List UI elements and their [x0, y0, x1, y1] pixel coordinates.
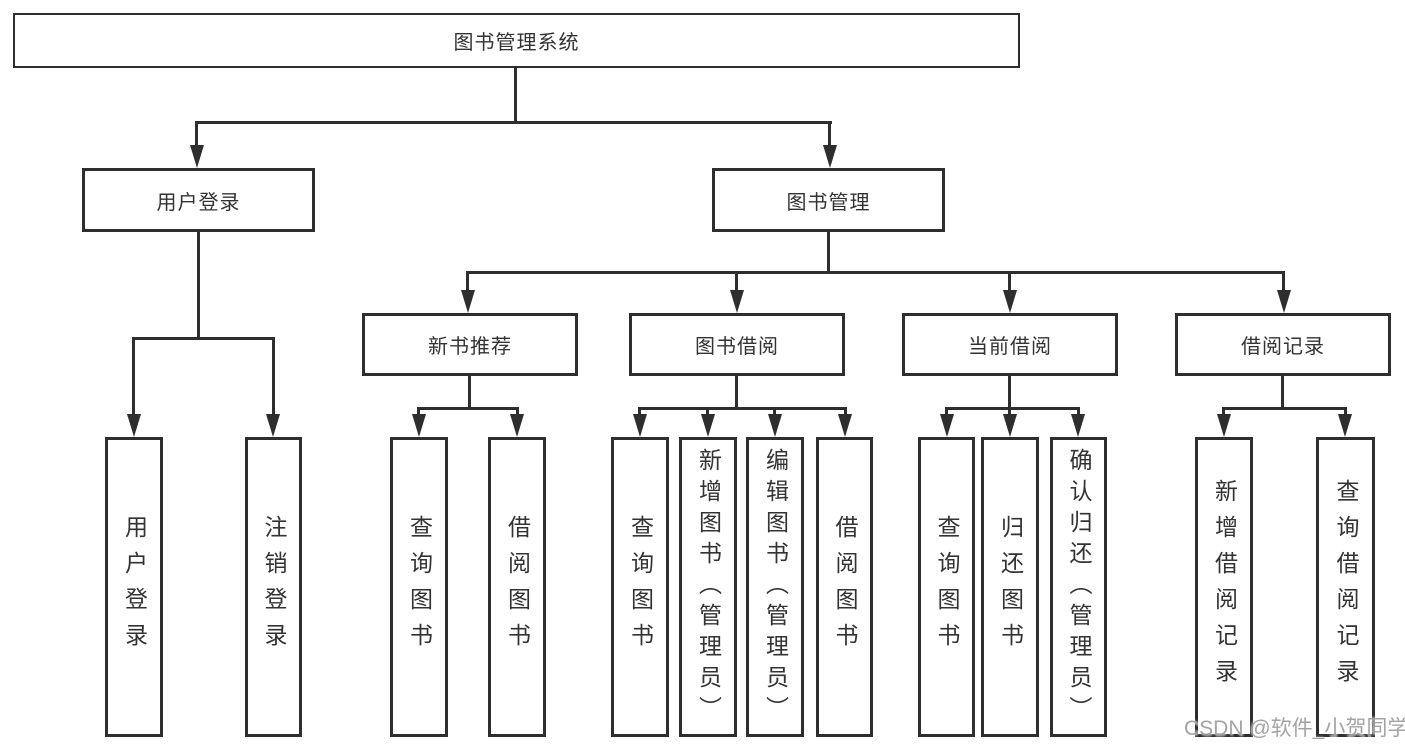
connector-br-trunk	[1281, 376, 1284, 410]
connector-bb-trunk	[735, 376, 738, 410]
leaf-cb-return-books: 归还图书	[981, 437, 1039, 737]
connector-br-splitter	[1222, 407, 1347, 410]
leaf-logout-label: 注销登录	[261, 515, 287, 659]
connector-nbr-splitter	[417, 407, 519, 410]
connector-cb-splitter	[945, 407, 1080, 410]
arrow-to-nbr-search	[412, 414, 426, 437]
leaf-nbr-search-books: 查询图书	[390, 437, 448, 737]
node-book-borrow-label: 图书借阅	[695, 336, 779, 358]
connector-bb-splitter	[638, 407, 847, 410]
arrow-to-new-book-rec	[461, 290, 475, 313]
leaf-cb-confirm-return-admin-label: 确认归还（管理员）	[1066, 447, 1092, 727]
leaf-bb-add-books-admin: 新增图书（管理员）	[679, 437, 737, 737]
leaf-cb-return-books-label: 归还图书	[997, 515, 1024, 659]
arrow-to-nbr-borrow	[510, 414, 524, 437]
leaf-cb-search-books: 查询图书	[918, 437, 975, 737]
node-book-mgmt-label: 图书管理	[786, 191, 871, 214]
leaf-bb-edit-books-admin: 编辑图书（管理员）	[746, 437, 804, 737]
leaf-nbr-borrow-books-label: 借阅图书	[504, 515, 531, 659]
connector-to-nbr-borrow	[516, 407, 519, 419]
connector-to-cb-return	[1008, 407, 1011, 419]
leaf-user-login: 用户登录	[105, 437, 163, 737]
node-user-login-label: 用户登录	[156, 191, 241, 214]
connector-to-leaf-user-login	[132, 337, 135, 419]
node-borrow-records: 借阅记录	[1175, 313, 1391, 376]
connector-to-book-mgmt	[828, 121, 831, 151]
connector-to-bb-borrow	[844, 407, 847, 419]
leaf-logout: 注销登录	[245, 437, 302, 737]
node-user-login: 用户登录	[82, 168, 315, 232]
node-current-borrow: 当前借阅	[902, 313, 1118, 376]
leaf-bb-edit-books-admin-label: 编辑图书（管理员）	[762, 447, 789, 727]
connector-to-book-borrow	[735, 271, 738, 293]
connector-user-login-trunk	[197, 232, 200, 340]
arrow-to-br-search	[1338, 414, 1352, 437]
leaf-nbr-search-books-label: 查询图书	[406, 515, 433, 659]
leaf-bb-search-books-label: 查询图书	[627, 515, 654, 659]
connector-cb-trunk	[1008, 376, 1011, 410]
node-current-borrow-label: 当前借阅	[968, 336, 1052, 358]
leaf-br-search-record-label: 查询借阅记录	[1333, 479, 1359, 695]
arrow-to-borrow-records	[1277, 290, 1291, 313]
connector-book-mgmt-splitter	[466, 271, 1285, 274]
node-new-book-rec: 新书推荐	[362, 313, 578, 376]
connector-to-borrow-records	[1282, 271, 1285, 293]
leaf-bb-borrow-books-label: 借阅图书	[832, 515, 858, 659]
connector-to-bb-search	[638, 407, 641, 419]
connector-nbr-trunk	[468, 376, 471, 410]
arrow-to-cb-confirm	[1071, 414, 1085, 437]
connector-book-mgmt-trunk	[827, 232, 830, 274]
node-book-borrow: 图书借阅	[629, 313, 845, 376]
arrow-to-bb-add	[701, 414, 715, 437]
node-root-label: 图书管理系统	[453, 32, 580, 54]
connector-to-leaf-logout	[272, 337, 275, 419]
leaf-br-add-record-label: 新增借阅记录	[1211, 479, 1238, 695]
arrow-to-leaf-logout	[266, 414, 280, 437]
leaf-nbr-borrow-books: 借阅图书	[488, 437, 546, 737]
csdn-watermark: CSDN @软件_小贺同学	[1184, 717, 1405, 740]
node-borrow-records-label: 借阅记录	[1241, 336, 1325, 358]
connector-root-trunk	[514, 68, 517, 124]
connector-to-br-add	[1222, 407, 1225, 419]
arrow-to-book-mgmt	[823, 145, 837, 168]
leaf-bb-add-books-admin-label: 新增图书（管理员）	[695, 447, 722, 727]
connector-user-login-splitter	[132, 337, 275, 340]
connector-to-nbr-search	[417, 407, 420, 419]
arrow-to-br-add	[1217, 414, 1231, 437]
node-new-book-rec-label: 新书推荐	[428, 336, 512, 358]
connector-to-bb-add	[706, 407, 709, 419]
connector-to-user-login	[195, 121, 198, 151]
connector-l1-splitter	[195, 121, 832, 124]
arrow-to-leaf-user-login	[127, 414, 141, 437]
connector-to-new-book-rec	[466, 271, 469, 293]
arrow-to-current-borrow	[1003, 290, 1017, 313]
arrow-to-book-borrow	[730, 290, 744, 313]
arrow-to-bb-borrow	[838, 414, 852, 437]
leaf-br-add-record: 新增借阅记录	[1195, 437, 1253, 737]
node-root: 图书管理系统	[13, 13, 1020, 68]
connector-to-cb-confirm	[1077, 407, 1080, 419]
leaf-bb-search-books: 查询图书	[611, 437, 669, 737]
arrow-to-cb-return	[1003, 414, 1017, 437]
node-book-mgmt: 图书管理	[712, 168, 945, 232]
leaf-cb-confirm-return-admin: 确认归还（管理员）	[1050, 437, 1107, 737]
leaf-br-search-record: 查询借阅记录	[1316, 437, 1375, 737]
leaf-user-login-label: 用户登录	[121, 515, 148, 659]
arrow-to-user-login	[190, 145, 204, 168]
connector-to-br-search	[1344, 407, 1347, 419]
connector-to-bb-edit	[773, 407, 776, 419]
connector-to-current-borrow	[1008, 271, 1011, 293]
arrow-to-bb-search	[633, 414, 647, 437]
leaf-bb-borrow-books: 借阅图书	[816, 437, 873, 737]
leaf-cb-search-books-label: 查询图书	[934, 515, 960, 659]
arrow-to-bb-edit	[768, 414, 782, 437]
connector-to-cb-search	[945, 407, 948, 419]
arrow-to-cb-search	[940, 414, 954, 437]
